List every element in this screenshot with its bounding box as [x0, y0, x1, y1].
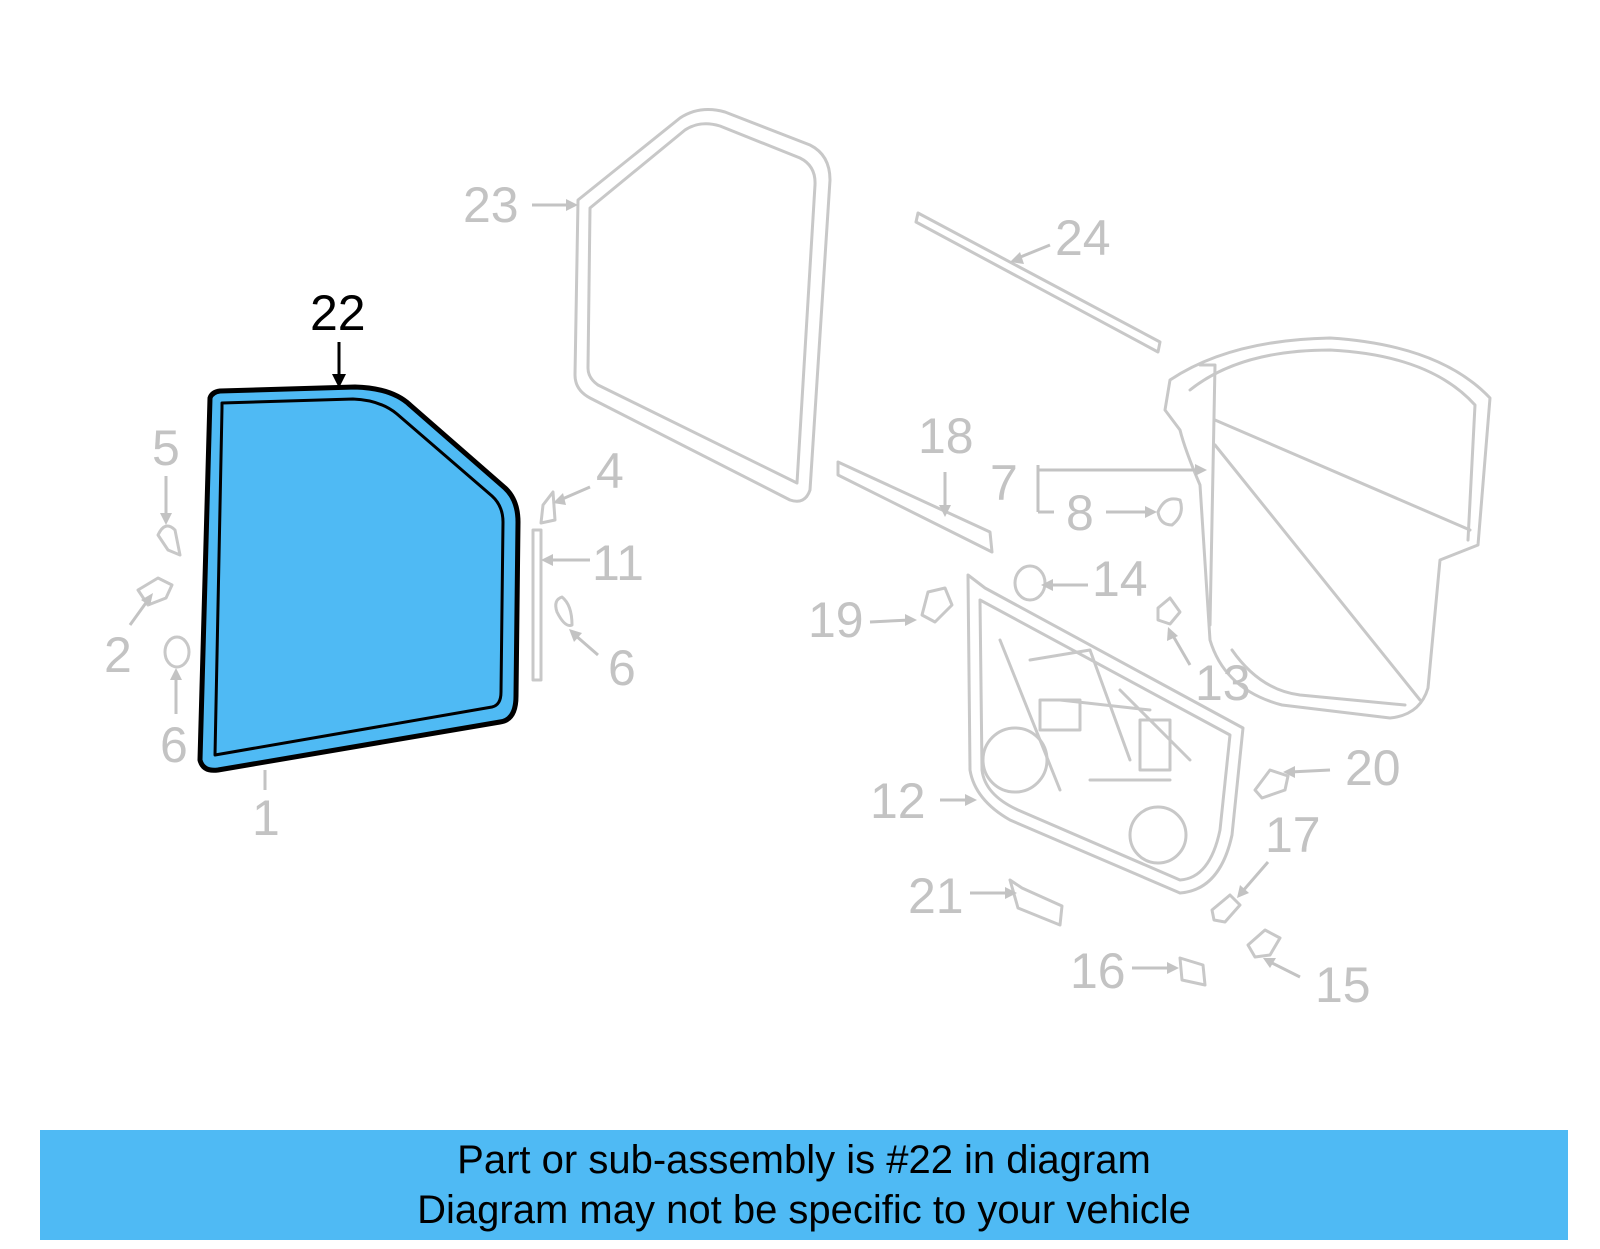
- callout-6-right: 6: [608, 640, 636, 696]
- part-8-nut: [1156, 497, 1183, 527]
- part-6-grommet-left: [163, 635, 191, 669]
- part-14-plug: [1013, 564, 1047, 602]
- callout-18: 18: [918, 408, 974, 464]
- callout-20: 20: [1345, 740, 1401, 796]
- part-22-inner: [213, 397, 505, 757]
- callout-2: 2: [104, 627, 132, 683]
- callout-23: 23: [463, 177, 519, 233]
- callout-5: 5: [152, 420, 180, 476]
- callout-24: 24: [1055, 210, 1111, 266]
- callout-11: 11: [592, 535, 644, 591]
- callout-7: 7: [990, 455, 1018, 511]
- callout-8: 8: [1066, 485, 1094, 541]
- callout-22: 22: [310, 285, 366, 341]
- part-21-bracket: [1008, 878, 1064, 927]
- callout-21: 21: [908, 868, 964, 924]
- callout-leaders: [128, 199, 1331, 979]
- part-23-weatherstrip: [573, 108, 832, 503]
- callout-16: 16: [1070, 943, 1126, 999]
- part-11-strip: [531, 528, 543, 682]
- part-18-belt-strip: [836, 460, 994, 554]
- part-19-bracket: [920, 586, 954, 624]
- part-22-outer: [197, 384, 521, 773]
- part-6-grommet-right: [554, 595, 574, 627]
- callout-22-arrowhead: [332, 374, 346, 388]
- part-5-clip: [156, 524, 182, 557]
- part-7-door-frame: [1163, 336, 1492, 720]
- callout-labels: 23 24 18 4 11 6 5 2 6 1 7 8 14 13 19 20 …: [104, 177, 1401, 1013]
- callout-4: 4: [596, 443, 624, 499]
- callout-1: 1: [252, 790, 280, 846]
- callout-14: 14: [1092, 551, 1148, 607]
- part-13-clip: [1156, 596, 1182, 626]
- part-16-clip: [1178, 956, 1207, 987]
- callout-12: 12: [870, 773, 926, 829]
- callout-15: 15: [1315, 957, 1371, 1013]
- part-15-bolt: [1246, 928, 1282, 959]
- callout-17: 17: [1265, 807, 1321, 863]
- caption-line-2: Diagram may not be specific to your vehi…: [417, 1188, 1191, 1232]
- callout-19: 19: [808, 592, 864, 648]
- part-22-highlighted: 22: [197, 285, 521, 773]
- caption-banner: Part or sub-assembly is #22 in diagram D…: [40, 1130, 1568, 1240]
- callout-6-left: 6: [160, 717, 188, 773]
- callout-13: 13: [1195, 655, 1251, 711]
- part-4-clip: [539, 490, 557, 525]
- part-17-clip: [1210, 893, 1242, 924]
- part-24-belt-molding: [914, 211, 1162, 354]
- part-12-door-panel: [966, 573, 1245, 895]
- part-20-clip: [1253, 768, 1290, 800]
- caption-line-1: Part or sub-assembly is #22 in diagram: [457, 1138, 1151, 1182]
